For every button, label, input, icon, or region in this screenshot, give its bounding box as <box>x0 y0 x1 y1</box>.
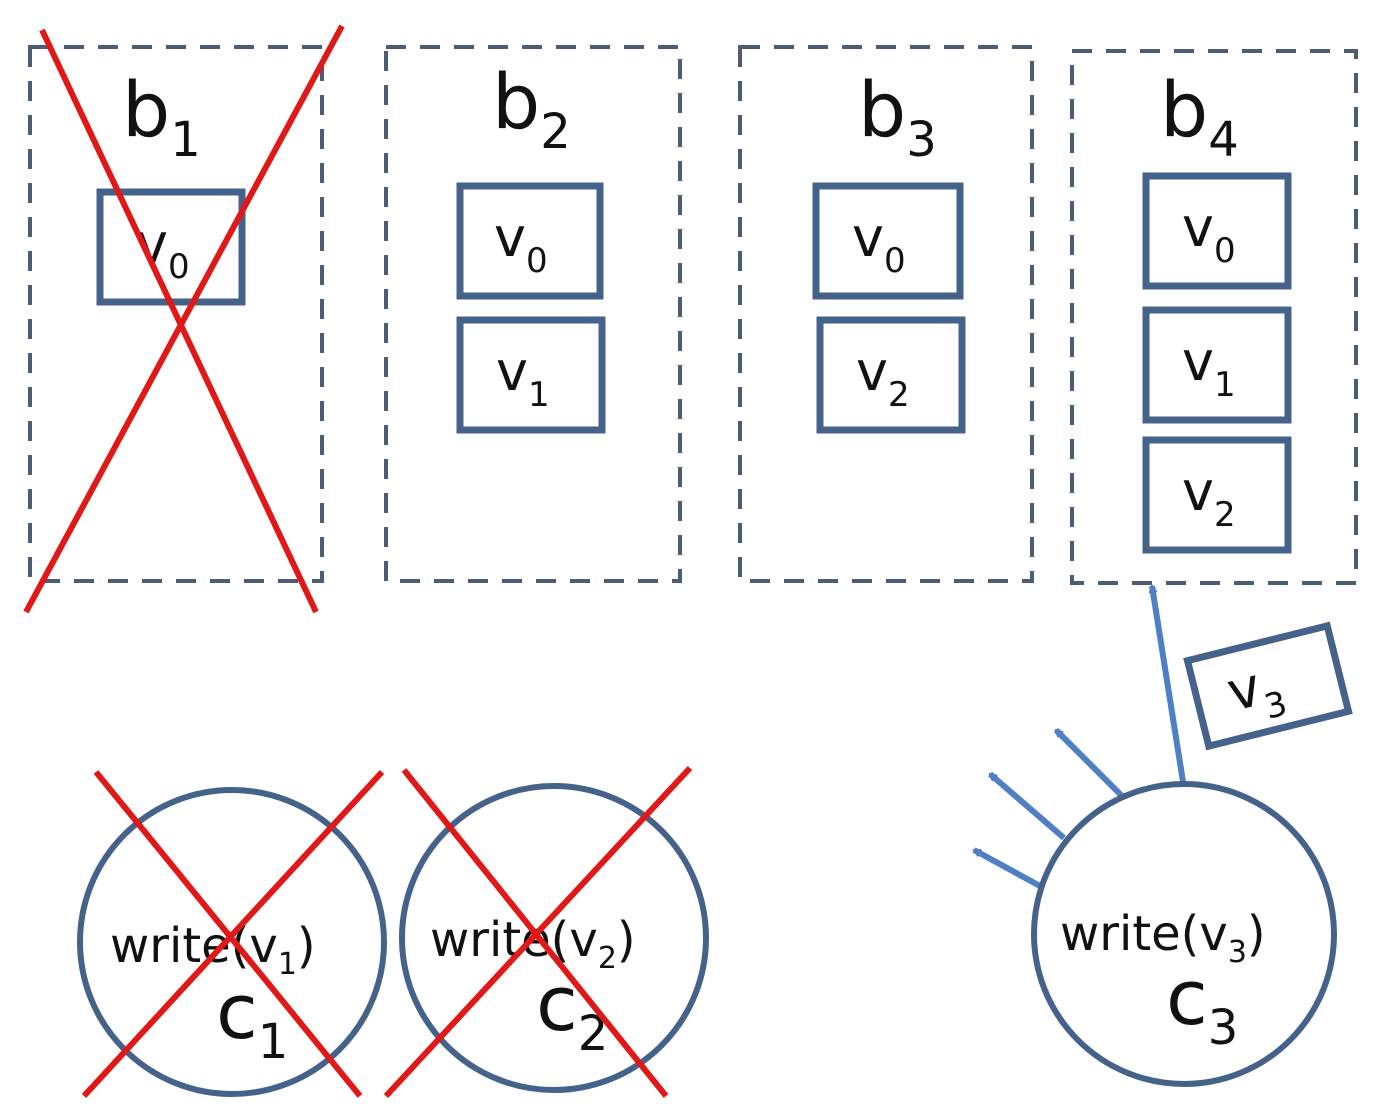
bucket-border <box>1070 49 1358 585</box>
write-arrows <box>974 586 1187 889</box>
client-operation: write(v3) <box>1060 906 1266 970</box>
svg-text:v1: v1 <box>496 340 550 415</box>
value-box-v2: v2 <box>816 316 966 434</box>
bucket-label: b4 <box>1160 65 1239 168</box>
arrow-to-b4 <box>1152 586 1187 789</box>
arrow-out <box>974 847 1042 889</box>
value-box-v1: v1 <box>456 316 606 434</box>
bucket-label: b3 <box>858 65 937 168</box>
cross-out-mark <box>81 769 385 1099</box>
svg-text:v0: v0 <box>852 206 906 281</box>
bucket-border <box>28 45 324 583</box>
bucket-label: b2 <box>492 57 571 160</box>
client-c3: write(v3) c3 <box>1031 781 1337 1087</box>
arrow-out <box>988 771 1066 841</box>
client-c2: write(v2) c2 <box>383 765 709 1099</box>
value-box-v1: v1 <box>1142 306 1292 424</box>
bucket-border <box>384 45 682 583</box>
client-c1: write(v1) c1 <box>77 769 387 1099</box>
cross-out-mark <box>23 24 345 614</box>
arrow-out <box>1053 727 1129 803</box>
bucket-b4: b4 v0 v1 v2 <box>1070 49 1358 585</box>
bucket-b2: b2 v0 v1 <box>384 45 682 583</box>
message-v3: v3 <box>1183 621 1353 751</box>
client-label: c3 <box>1166 953 1238 1056</box>
svg-text:v2: v2 <box>1182 460 1236 535</box>
value-box-v2: v2 <box>1142 436 1292 554</box>
client-label: c1 <box>216 967 288 1070</box>
svg-text:v2: v2 <box>856 340 910 415</box>
value-box-v0: v0 <box>456 182 604 300</box>
client-label: c2 <box>536 959 608 1062</box>
value-box-v0: v0 <box>812 182 964 300</box>
bucket-border <box>738 45 1034 583</box>
bucket-b3: b3 v0 v2 <box>738 45 1034 583</box>
bucket-label: b1 <box>122 65 201 168</box>
svg-text:v1: v1 <box>1182 330 1236 405</box>
value-box-v0: v0 <box>1142 172 1292 290</box>
client-circle <box>1031 781 1337 1087</box>
bucket-b1: b1 v0 <box>23 24 345 614</box>
svg-text:v0: v0 <box>1182 196 1236 271</box>
cross-out-mark <box>383 765 693 1099</box>
svg-text:v0: v0 <box>494 206 548 281</box>
